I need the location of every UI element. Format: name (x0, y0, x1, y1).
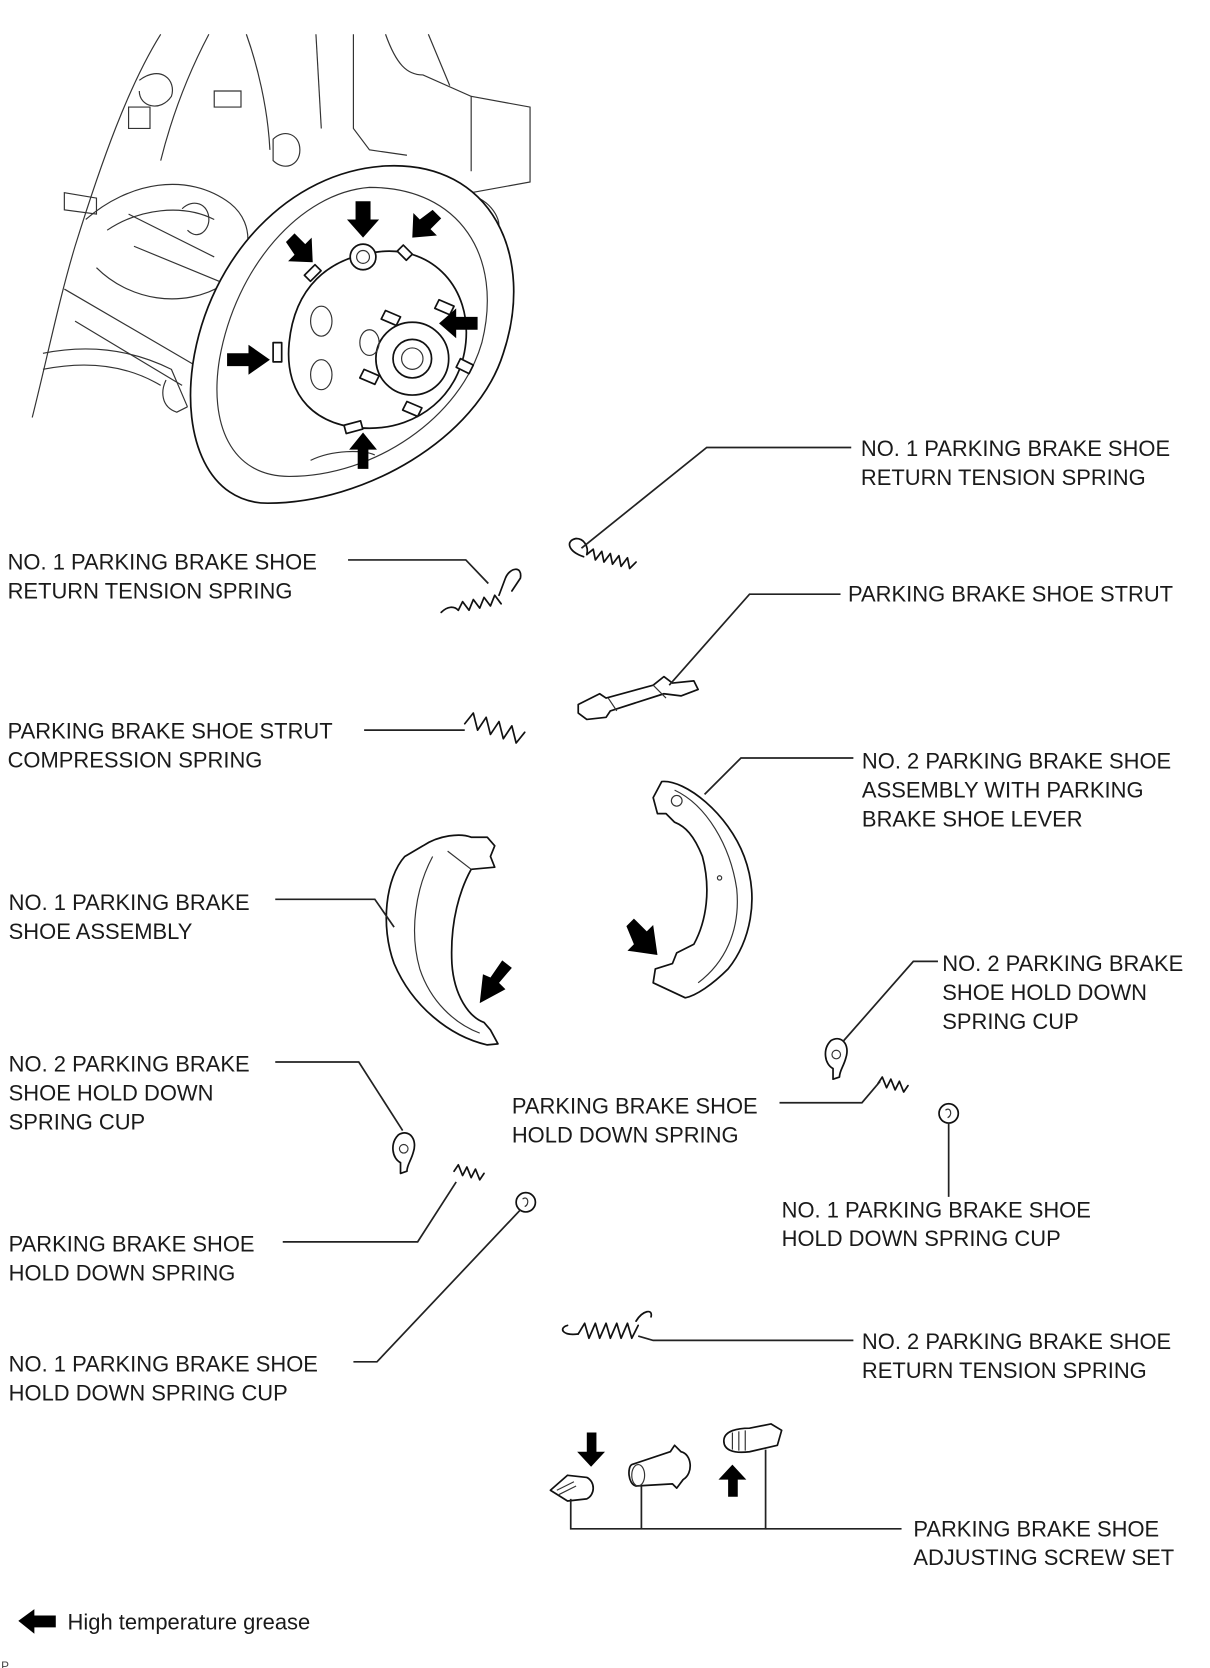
no1-hold-down-spring-cup-right (938, 1102, 960, 1124)
grease-arrow (285, 233, 313, 263)
grease-arrow (349, 432, 377, 469)
grease-arrow (577, 1432, 605, 1467)
parking-brake-shoe-strut (577, 675, 699, 721)
adjusting-screw-set (549, 1423, 902, 1530)
grease-arrow (412, 209, 442, 238)
no1-hold-down-spring-cup-left (515, 1191, 537, 1213)
corner-code: P (1, 1660, 9, 1668)
hold-down-spring-left (453, 1163, 485, 1181)
arrow-left-icon (18, 1609, 56, 1634)
grease-arrow (439, 308, 478, 339)
grease-arrow (718, 1464, 747, 1497)
no2-hold-down-spring-cup-right (824, 1037, 848, 1081)
grease-arrow (479, 960, 512, 1004)
grease-arrow (626, 918, 658, 955)
no1-return-tension-spring-right (568, 537, 637, 570)
no2-return-tension-spring (561, 1310, 653, 1340)
leader-lines (275, 446, 950, 1363)
legend-text: High temperature grease (68, 1609, 311, 1634)
strut-compression-spring (463, 712, 526, 744)
backing-plate-assembly-illustration (31, 33, 531, 505)
legend: High temperature grease P (1, 1609, 310, 1668)
grease-arrow (227, 344, 270, 375)
hold-down-spring-right (877, 1076, 909, 1093)
no1-shoe-assembly (385, 834, 499, 1046)
no2-hold-down-spring-cup-left (392, 1132, 416, 1175)
label-strut: PARKING BRAKE SHOE STRUT (848, 582, 1173, 607)
no2-shoe-assembly-with-lever (652, 780, 753, 999)
no1-return-tension-spring-left (440, 568, 522, 614)
